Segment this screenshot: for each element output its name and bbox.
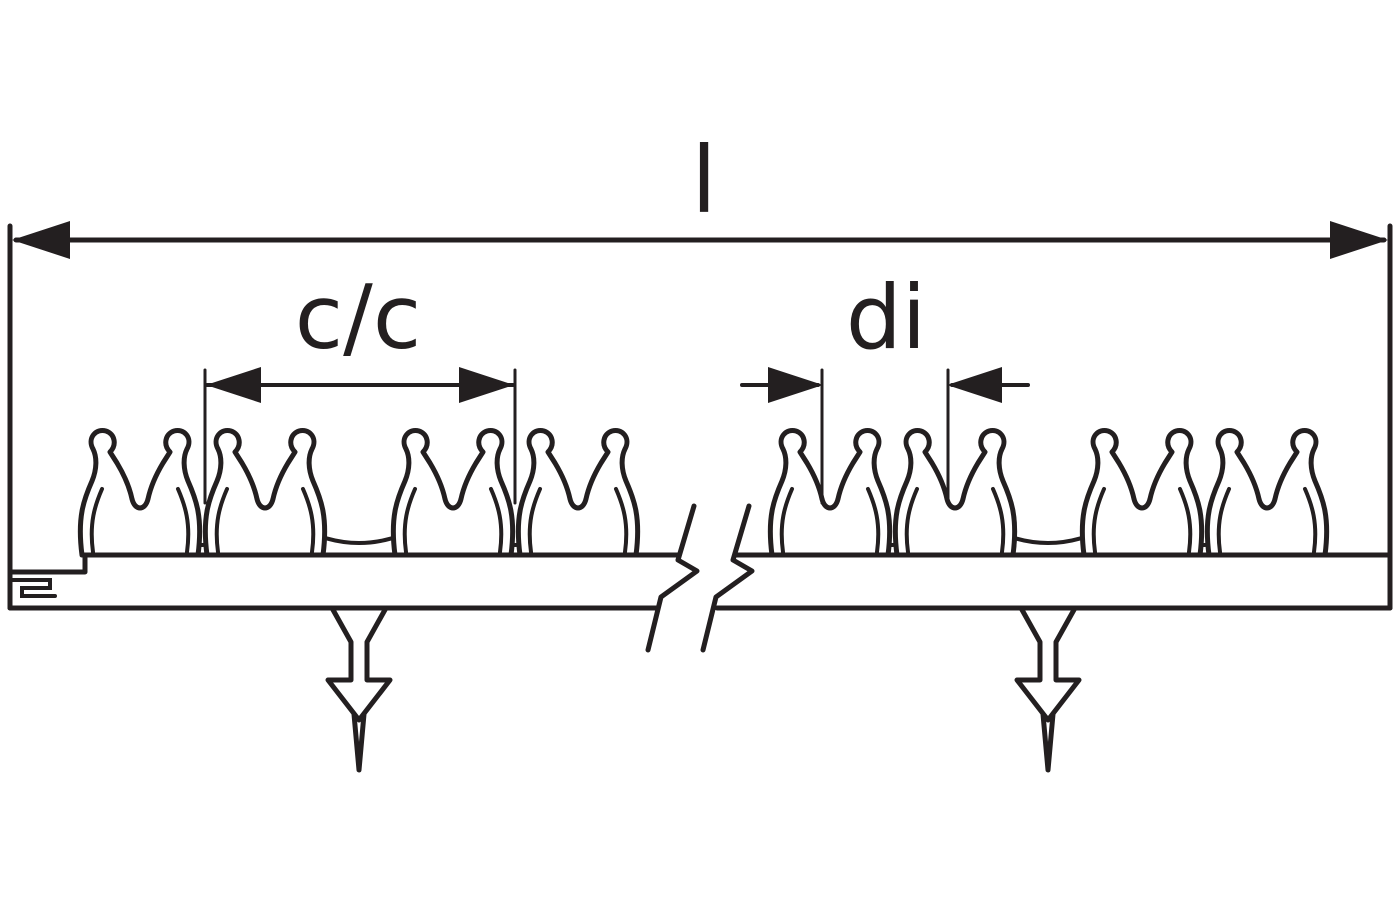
dimension-center-to-center: c/c xyxy=(203,266,517,505)
arrowhead-inward-left-icon xyxy=(768,367,823,403)
rail-base-right xyxy=(714,552,1393,611)
dimension-inner-diameter: di xyxy=(740,266,1030,505)
pipe-clips xyxy=(80,430,1326,555)
rail-base-left xyxy=(7,552,681,611)
rail-end-hook xyxy=(10,578,57,598)
overall-length-label: l xyxy=(691,127,717,234)
inner-diameter-label: di xyxy=(846,266,926,369)
arrowhead-left-icon xyxy=(206,367,261,403)
pipe-clip xyxy=(393,430,512,555)
break-line-right xyxy=(700,503,755,653)
pipe-clip xyxy=(1082,430,1201,555)
rail-profile xyxy=(7,430,1393,770)
break-symbol xyxy=(645,503,755,653)
rail-end-step xyxy=(7,552,88,575)
arrowhead-inward-right-icon xyxy=(947,367,1002,403)
fixing-anchor-right xyxy=(1017,608,1079,770)
arrowhead-left-icon xyxy=(12,221,70,259)
pipe-clip xyxy=(205,430,324,555)
pipe-clip xyxy=(770,430,889,555)
pipe-clip xyxy=(895,430,1014,555)
dimension-overall-length: l xyxy=(7,127,1393,611)
pipe-clip xyxy=(518,430,637,555)
arrowhead-right-icon xyxy=(1330,221,1388,259)
arrowhead-right-icon xyxy=(459,367,514,403)
pipe-clip xyxy=(80,430,199,555)
center-to-center-label: c/c xyxy=(295,266,421,369)
break-line-left xyxy=(645,503,700,653)
pipe-clip xyxy=(1207,430,1326,555)
fixing-anchor-left xyxy=(328,608,390,770)
